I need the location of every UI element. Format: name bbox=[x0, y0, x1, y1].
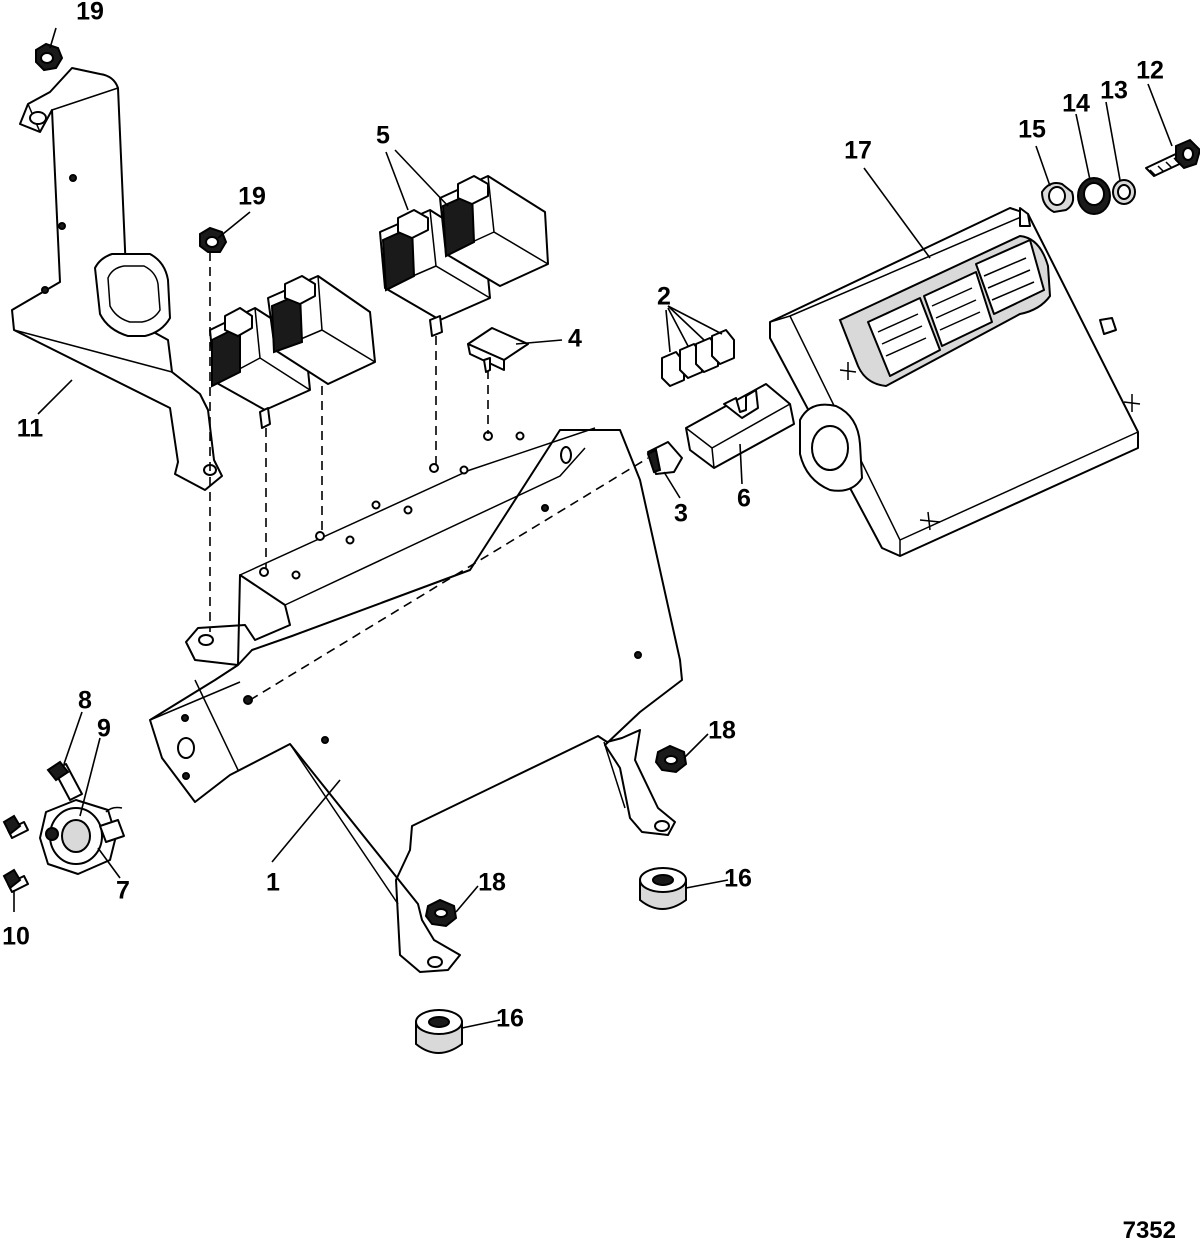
part-8-screw bbox=[46, 760, 83, 801]
callout-6: 6 bbox=[737, 485, 751, 513]
callout-1: 1 bbox=[266, 869, 280, 897]
callout-19-lower: 18 bbox=[478, 869, 506, 897]
callout-9: 9 bbox=[97, 715, 111, 743]
callout-18-middle: 19 bbox=[238, 183, 266, 211]
assembly-lines bbox=[209, 252, 649, 701]
part-13-washer bbox=[1112, 179, 1136, 205]
callout-5: 5 bbox=[376, 122, 390, 150]
part-18-nut-top bbox=[35, 42, 64, 72]
callout-labels: 19 19 5 4 2 3 6 17 15 14 13 12 11 1 18 1… bbox=[2, 0, 1164, 1033]
callout-4: 4 bbox=[568, 325, 582, 353]
part-16-spacer-right bbox=[639, 867, 687, 910]
part-18-nut-middle bbox=[199, 226, 228, 253]
part-3-connector bbox=[646, 441, 683, 475]
part-17-ecm bbox=[769, 207, 1141, 557]
callout-17: 17 bbox=[844, 137, 872, 165]
callout-14: 14 bbox=[1062, 90, 1090, 118]
part-16-spacer-bottom bbox=[415, 1009, 463, 1054]
part-6-fuse-holder bbox=[685, 383, 795, 469]
callout-19-upper: 18 bbox=[708, 717, 736, 745]
part-14-grommet bbox=[1077, 177, 1111, 215]
part-5-relay-b bbox=[439, 175, 549, 287]
leader-lines bbox=[13, 27, 1173, 1029]
callout-16-bottom: 16 bbox=[496, 1005, 524, 1033]
part-2-fuses bbox=[661, 329, 735, 387]
part-10-screw-top bbox=[2, 814, 29, 839]
callout-13: 13 bbox=[1100, 77, 1128, 105]
part-19-nut-lower bbox=[424, 898, 458, 928]
callout-10: 10 bbox=[2, 923, 30, 951]
figure-number: 7352 bbox=[1123, 1217, 1176, 1244]
part-10-screw-bottom bbox=[2, 868, 29, 893]
callout-3: 3 bbox=[674, 500, 688, 528]
part-7-sensor bbox=[39, 799, 125, 875]
callout-8: 8 bbox=[78, 687, 92, 715]
callout-15: 15 bbox=[1018, 116, 1046, 144]
callout-16-right: 16 bbox=[724, 865, 752, 893]
part-19-nut-upper bbox=[654, 744, 688, 774]
callout-7: 7 bbox=[116, 877, 130, 905]
callout-11: 11 bbox=[17, 415, 44, 443]
relay-left-b bbox=[267, 275, 376, 385]
callout-2: 2 bbox=[657, 283, 671, 311]
callout-18-top: 19 bbox=[76, 0, 104, 26]
part-15-bushing bbox=[1040, 182, 1075, 214]
part-4-clip bbox=[467, 327, 529, 373]
part-1-main-bracket bbox=[149, 427, 683, 973]
part-11-bracket bbox=[11, 67, 223, 491]
part-12-bolt bbox=[1145, 138, 1200, 177]
callout-12: 12 bbox=[1136, 57, 1164, 85]
